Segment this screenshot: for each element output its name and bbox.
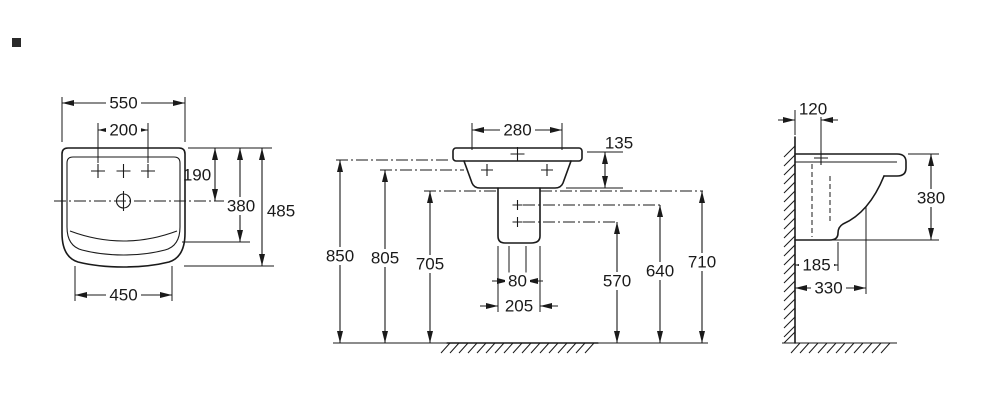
basin-inner-outline-plan [66,156,181,256]
side-depth-185-label: 185 [802,256,830,275]
plan-overall-depth-label: 485 [267,202,295,221]
side-taphole-from-wall-label: 120 [799,100,827,119]
label-bg [642,262,678,280]
taphole-cross-side [814,151,828,165]
plan-view: 550 200 190 380 485 450 [54,94,299,305]
label-bg [106,121,141,139]
reference-dashdot-lines-front [336,159,703,223]
label-bg [264,202,299,220]
bowl-front-curve-plan [69,230,178,242]
wall-hatch [783,145,796,344]
label-bg [599,272,635,290]
front-bowl-width-label: 280 [503,121,531,140]
label-bg [500,121,535,139]
extension-lines-plan [61,97,274,301]
front-apron-height-label: 135 [605,134,633,153]
front-height-710-label: 710 [688,253,716,272]
plan-bottom-width-label: 450 [109,286,137,305]
plan-inner-depth-label: 380 [227,197,255,216]
label-bg [224,197,259,215]
front-height-640-label: 640 [646,262,674,281]
floor-hatch-front [440,342,595,354]
semipedestal-front [497,187,541,244]
front-semipedestal-width-label: 205 [505,297,533,316]
label-bg [367,249,403,267]
extension-lines-side [794,110,939,294]
basin-body-front [463,160,572,189]
front-height-805-label: 805 [371,249,399,268]
basin-outer-outline-plan [61,147,186,268]
basin-underside-profile [794,175,885,241]
label-bg [412,255,448,273]
label-bg [322,247,358,265]
taphole-cross-marks-plan [91,164,155,178]
front-elevation-view: 280 135 850 805 705 570 640 710 80 [322,121,720,354]
taphole-cross-marks-front [481,147,553,176]
label-bg [913,189,949,207]
hidden-lines-side [811,164,831,237]
plan-taphole-spacing-label: 200 [109,121,137,140]
corner-mark [12,38,21,47]
label-bg [106,286,141,304]
label-bg [106,94,141,112]
side-body-height-label: 380 [917,189,945,208]
label-bg [684,253,720,271]
floor-hatch-side [790,342,891,354]
side-depth-330-label: 330 [814,279,842,298]
label-bg [811,279,846,297]
front-rim-height-label: 850 [326,247,354,266]
label-bg [799,256,834,274]
front-height-570-label: 570 [603,272,631,291]
label-bg [798,101,829,117]
front-fixing-spacing-label: 80 [508,272,527,291]
label-bg [505,272,530,290]
fixing-cross-marks-pedestal [512,200,523,227]
side-section-view: 120 380 185 330 [778,100,949,354]
basin-rim-side [794,153,907,177]
plan-depth-to-taphole-label: 190 [183,166,211,185]
front-height-705-label: 705 [416,255,444,274]
plan-overall-width-label: 550 [109,94,137,113]
